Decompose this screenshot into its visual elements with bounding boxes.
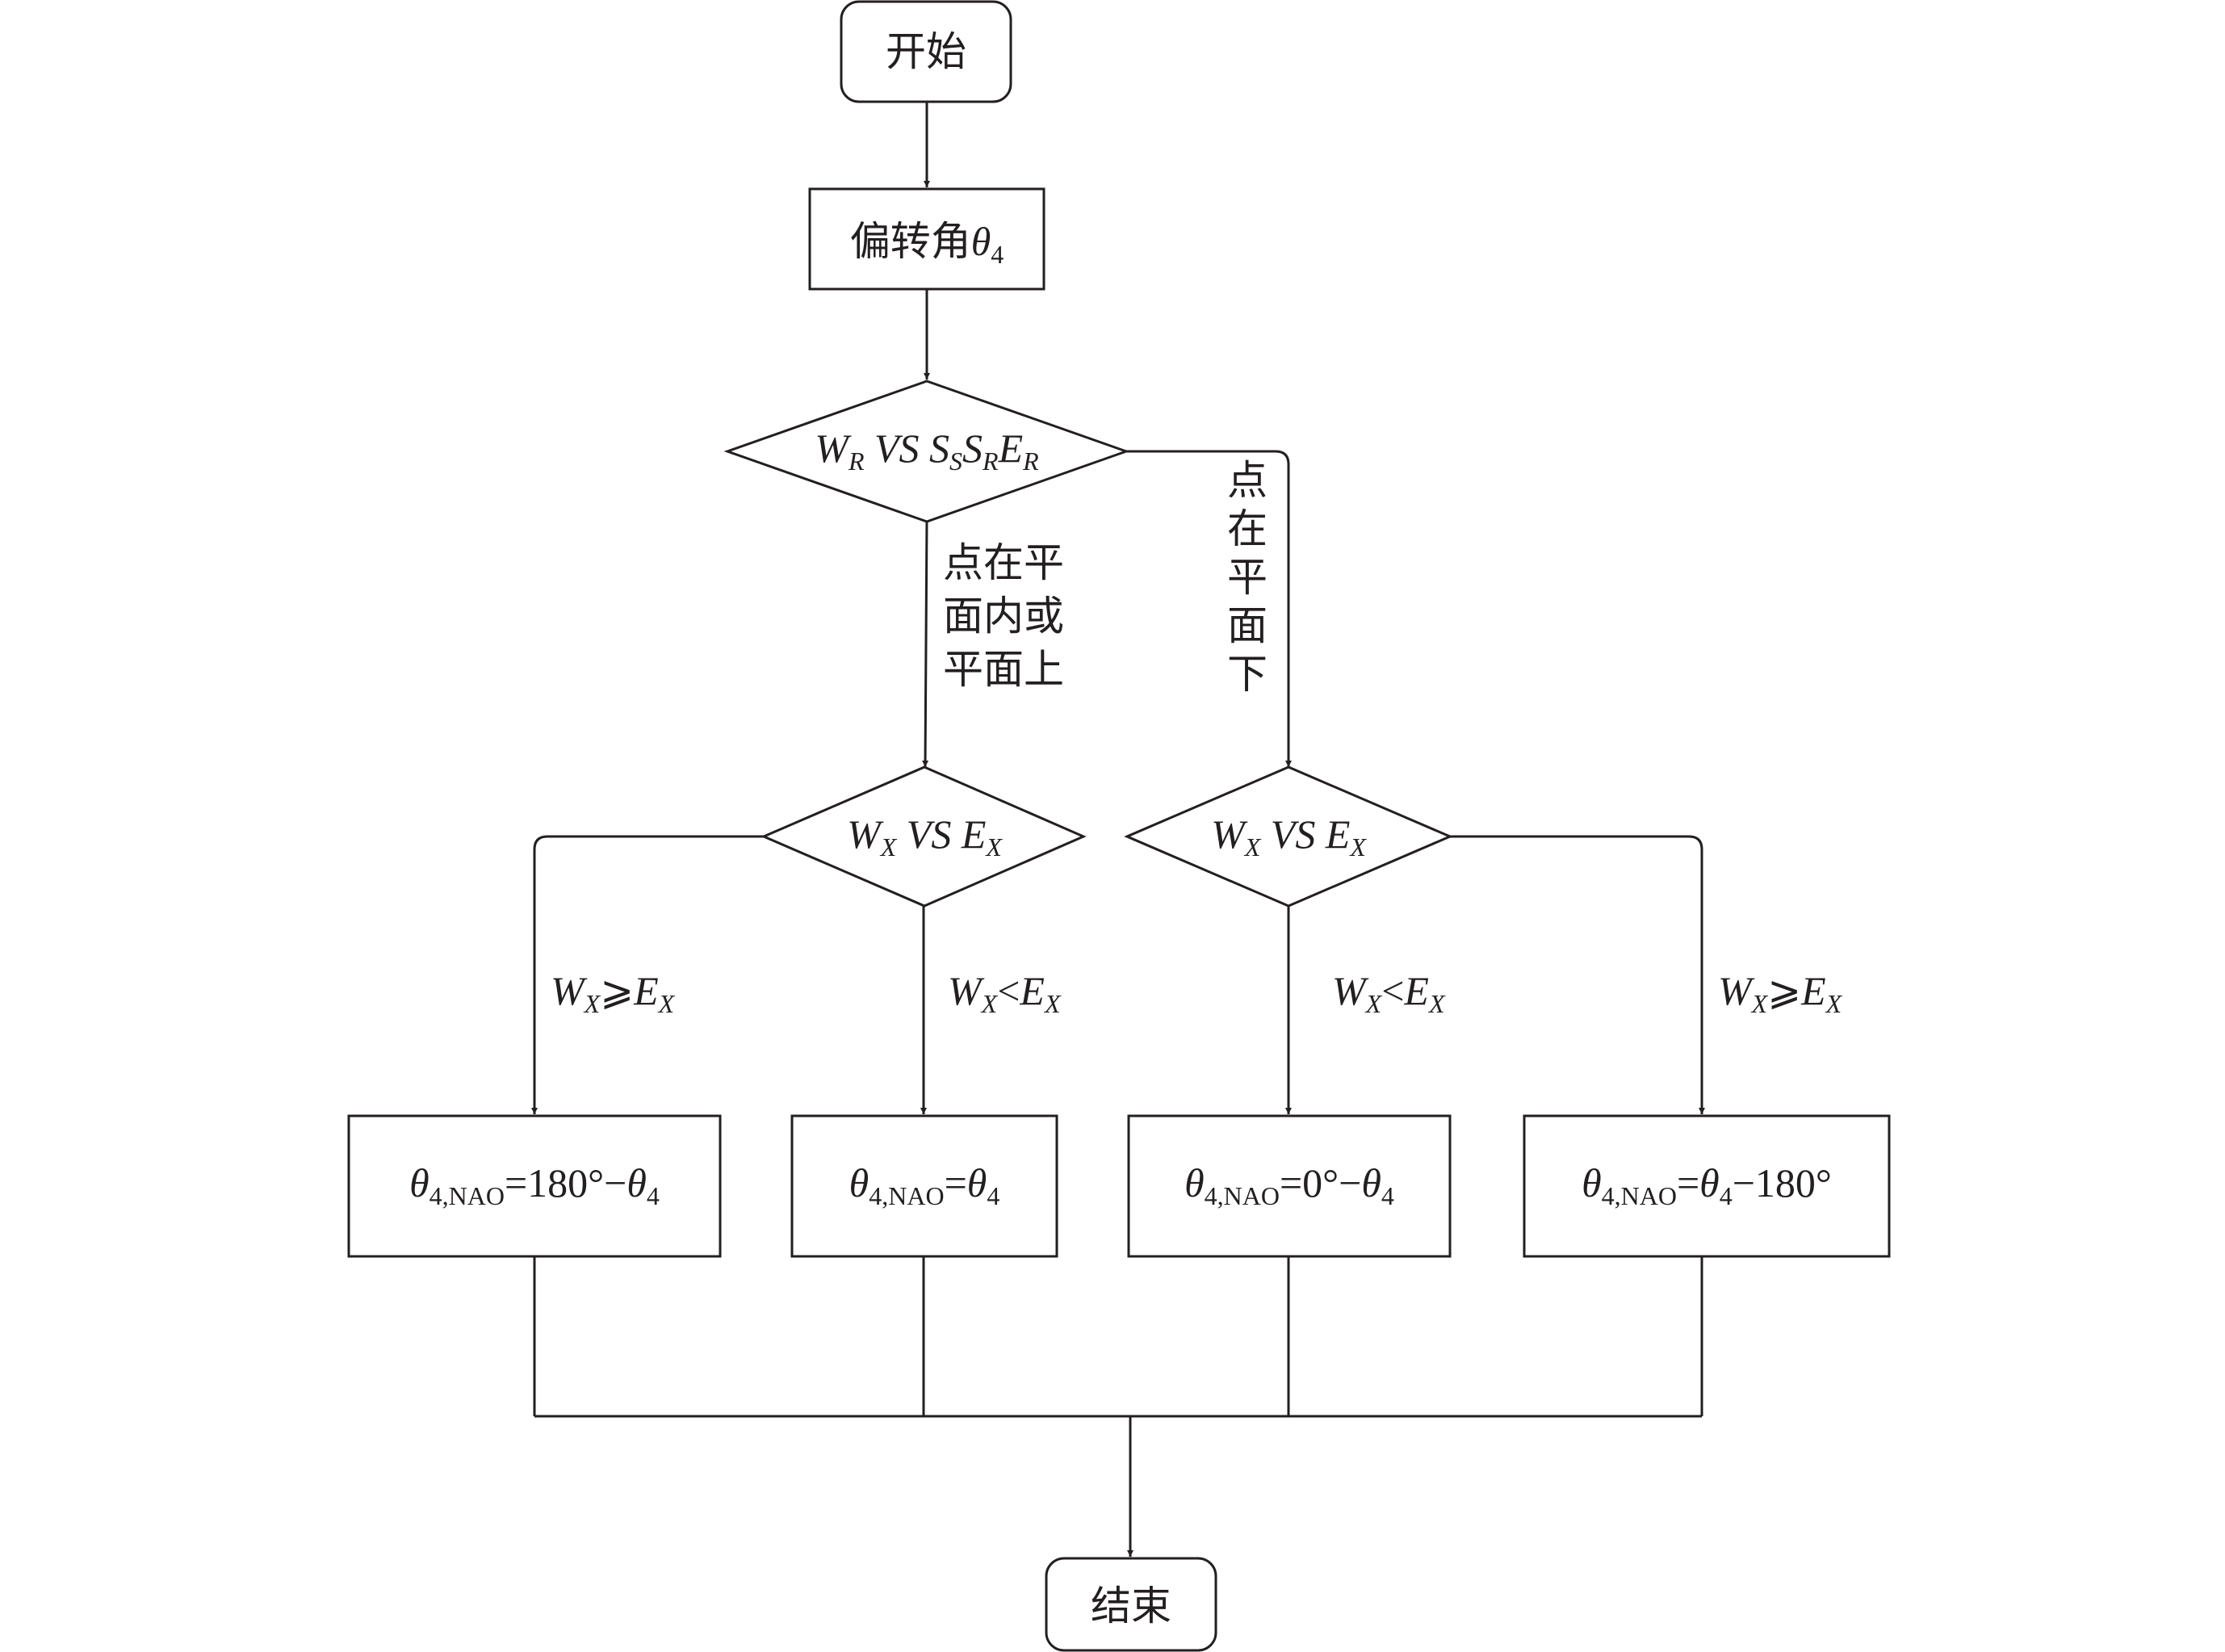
label-char-2: 在 [1227,505,1268,552]
result-box-1: θ4,NAO=180°−θ4 [347,1114,722,1258]
edges [531,102,1705,1557]
result-box-2-label: θ4,NAO=θ4 [849,1160,1000,1210]
edge-right-decision-to-box4 [1450,835,1705,1114]
end-node: 结束 [1045,1557,1217,1652]
result-box-3-label: θ4,NAO=0°−θ4 [1184,1160,1394,1210]
deflection-angle-label: 偏转角θ4 [850,218,1004,269]
start-node: 开始 [840,0,1012,103]
end-label: 结束 [1091,1583,1171,1629]
label-below-plane: 点 在 平 面 下 [1227,457,1268,698]
result-box-1-label: θ4,NAO=180°−θ4 [409,1160,660,1210]
result-box-4: θ4,NAO=θ4−180° [1523,1114,1891,1258]
label-char-3: 平 [1227,554,1268,601]
left-decision-label: WX VS EX [847,811,1003,862]
result-box-2: θ4,NAO=θ4 [790,1114,1058,1258]
label-char-1: 点 [1227,457,1268,504]
label-line-2: 面内或 [943,593,1064,639]
result-box-4-label: θ4,NAO=θ4−180° [1582,1160,1832,1210]
right-decision-label: WX VS EX [1211,811,1367,862]
label-left-lt: WX<EX [948,968,1062,1018]
edge-left-decision-to-box1 [531,835,764,1114]
label-char-5: 下 [1227,651,1268,698]
result-box-3: θ4,NAO=0°−θ4 [1127,1114,1452,1258]
right-decision-node: WX VS EX [1124,765,1453,908]
edge-decision-to-left-decision [922,519,929,768]
plane-decision-label: WR VS SSSRER [815,426,1039,476]
label-line-3: 平面上 [943,646,1064,693]
label-left-ge: WX⩾EX [551,968,676,1018]
label-line-1: 点在平 [943,539,1064,586]
plane-decision-node: WR VS SSSRER [723,379,1130,523]
label-in-or-on-plane: 点在平 面内或 平面上 [943,539,1064,693]
left-decision-node: WX VS EX [761,765,1087,908]
deflection-angle-node: 偏转角θ4 [808,187,1045,291]
label-right-ge: WX⩾EX [1718,968,1843,1018]
label-char-4: 面 [1227,602,1268,649]
edge-decision-to-right-decision [1126,450,1292,767]
label-right-lt: WX<EX [1332,968,1446,1018]
start-label: 开始 [886,28,966,75]
